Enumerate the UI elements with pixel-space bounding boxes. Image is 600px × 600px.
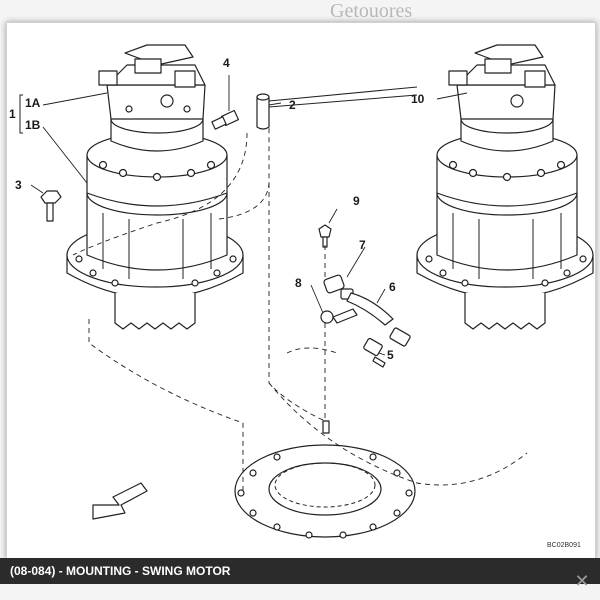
close-icon[interactable]: ✕ [574,571,590,592]
parts-diagram: 1 1A 1B 2 3 4 5 6 7 8 9 10 BC02B091 [9,44,594,549]
figure-ref-code: BC02B091 [547,542,581,549]
figure-caption: (08-084) - MOUNTING - SWING MOTOR [0,558,600,584]
callout-1a: 1A [25,96,41,110]
callout-2: 2 [289,98,296,112]
swing-motor-right [416,44,594,330]
callout-1b: 1B [25,118,41,132]
image-viewer-modal: 1 1A 1B 2 3 4 5 6 7 8 9 10 BC02B091 [6,22,596,560]
callout-10: 10 [411,92,425,106]
mounting-bolt [40,190,62,222]
front-direction-arrow-icon [92,482,148,520]
swing-bearing-ring [234,444,416,539]
callout-8: 8 [295,276,302,290]
callout-7: 7 [359,238,366,252]
callout-1: 1 [9,107,16,121]
background-heading: Getouores [330,0,413,22]
swing-motor-left [66,44,244,330]
callout-9: 9 [353,194,360,208]
callout-4: 4 [223,56,230,70]
callout-5: 5 [387,348,394,362]
callout-6: 6 [389,280,396,294]
dowel-pin [256,96,270,130]
callout-3: 3 [15,178,22,192]
